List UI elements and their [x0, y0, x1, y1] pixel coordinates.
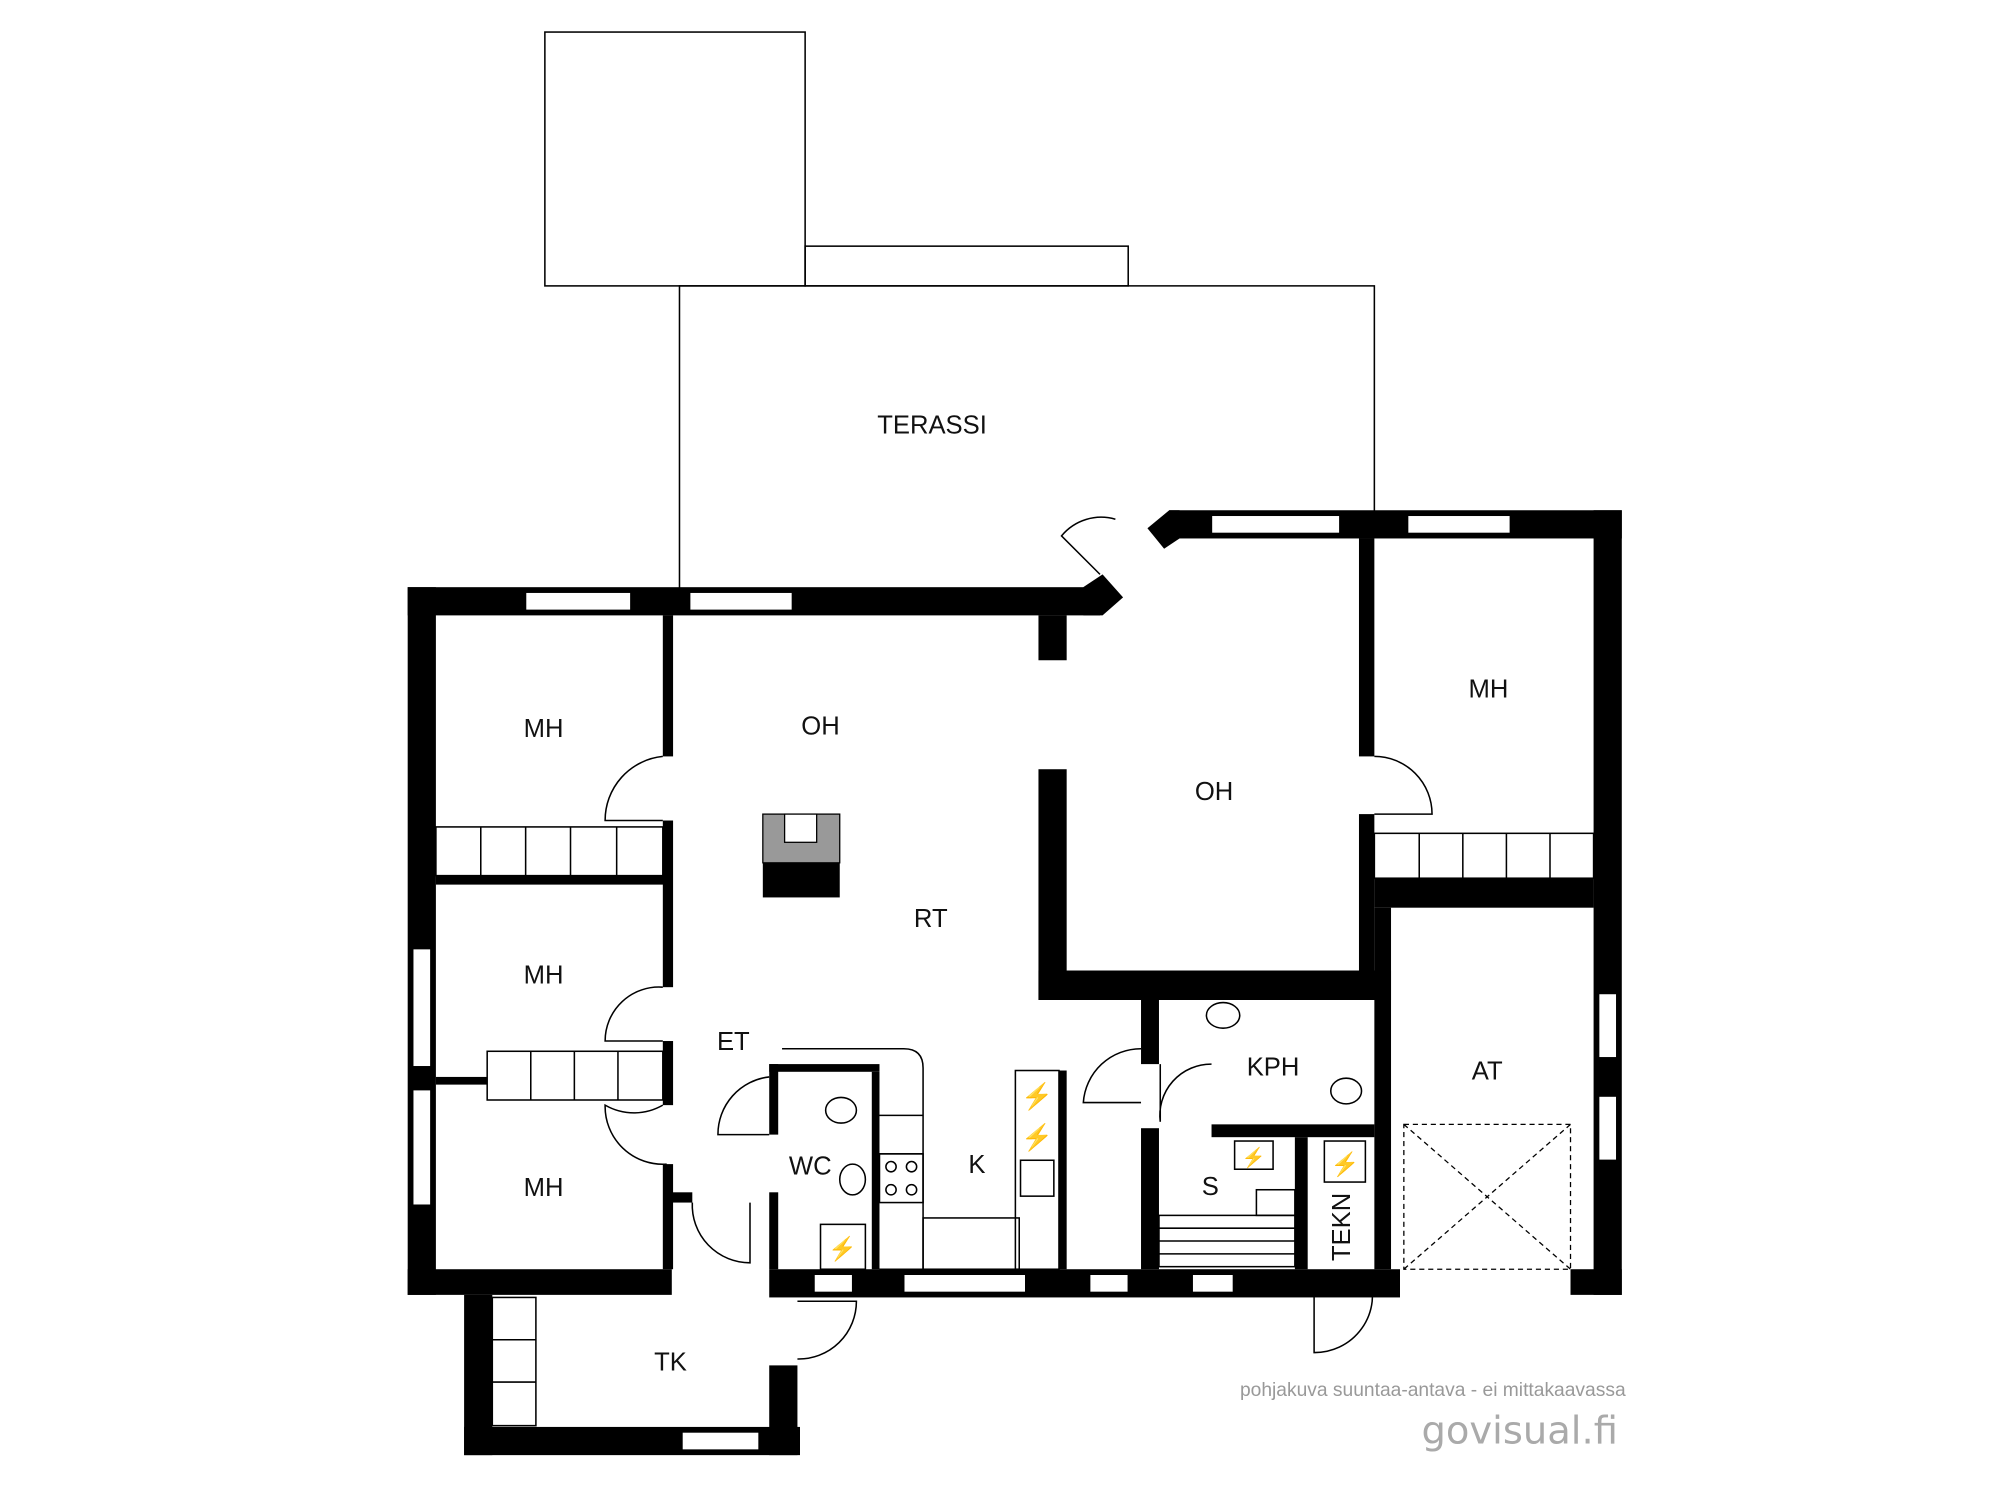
interior-walls [435, 538, 1594, 1270]
kitchen-cabinets [782, 1047, 1060, 1271]
room-label-wc: WC [789, 1152, 832, 1180]
room-label-oh: OH [801, 713, 839, 741]
brand-logo: govisual.fi [1421, 1409, 1617, 1454]
terrace-outline [544, 31, 1376, 590]
room-label-oh: OH [1195, 778, 1233, 806]
room-label-mh: MH [1469, 675, 1509, 703]
svg-text:⚡: ⚡ [828, 1235, 857, 1262]
windows [412, 514, 1618, 1451]
room-label-tk: TK [654, 1349, 687, 1377]
toilet-icon [824, 1077, 1363, 1124]
room-label-terassi: TERASSI [877, 411, 987, 439]
room-label-rt: RT [914, 905, 948, 933]
sauna-bench [1158, 1188, 1296, 1268]
appliance-icon: ⚡ ⚡ ⚡ ⚡ ⚡ [819, 1081, 1367, 1270]
svg-text:⚡: ⚡ [1021, 1122, 1053, 1153]
wardrobes [435, 826, 1595, 1427]
parking-space [1403, 1123, 1572, 1270]
svg-text:⚡: ⚡ [1021, 1081, 1053, 1112]
doors [604, 516, 1433, 1360]
svg-text:⚡: ⚡ [1242, 1146, 1266, 1169]
disclaimer-text: pohjakuva suuntaa-antava - ei mittakaava… [1240, 1380, 1626, 1401]
room-label-mh: MH [524, 715, 564, 743]
room-label-tekn: TEKN [1328, 1193, 1356, 1261]
exterior-walls [407, 510, 1622, 1456]
room-label-s: S [1202, 1173, 1219, 1201]
room-label-mh: MH [524, 961, 564, 989]
room-label-et: ET [717, 1028, 750, 1056]
room-label-at: AT [1472, 1057, 1503, 1085]
fireplace-icon [762, 813, 841, 898]
room-label-mh: MH [524, 1174, 564, 1202]
svg-text:⚡: ⚡ [1331, 1151, 1360, 1178]
room-label-k: K [968, 1151, 985, 1179]
sink-icon [838, 1001, 1241, 1196]
room-label-kph: KPH [1247, 1054, 1300, 1082]
